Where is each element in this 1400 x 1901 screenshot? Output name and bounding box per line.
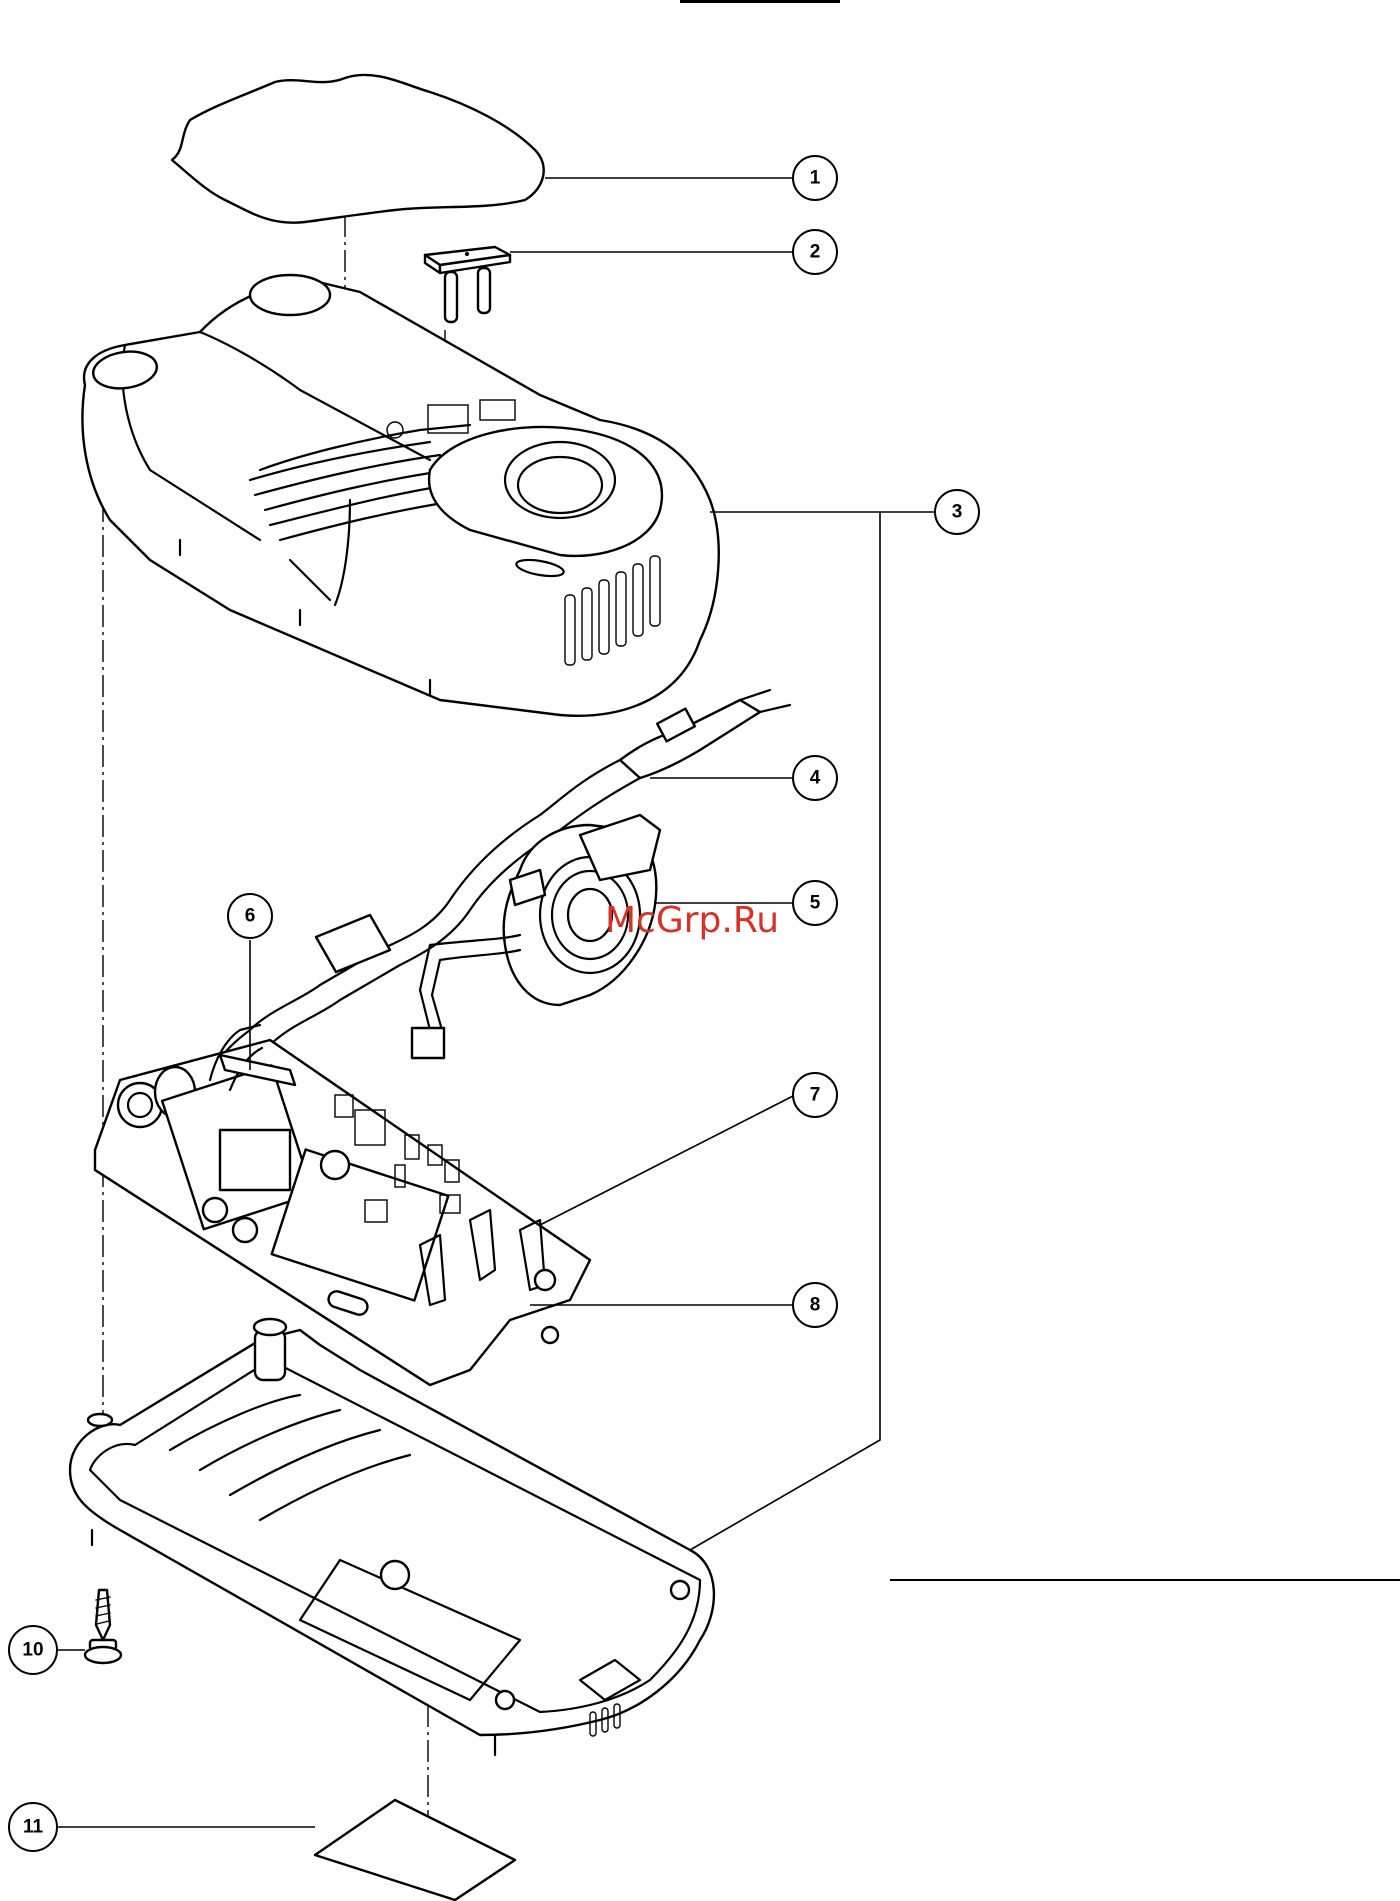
callout-1: 1 [793, 156, 837, 200]
callout-7: 7 [793, 1073, 837, 1117]
callout-8: 8 [793, 1283, 837, 1327]
callout-7-label: 7 [810, 1085, 821, 1106]
callout-1-label: 1 [810, 168, 821, 189]
lower-housing [70, 1319, 714, 1755]
callout-5: 5 [793, 881, 837, 925]
callout-6-label: 6 [245, 906, 256, 927]
callout-2-label: 2 [810, 242, 821, 263]
callout-11: 11 [9, 1803, 57, 1851]
part-2-terminal-pin [425, 247, 510, 322]
callout-4-label: 4 [810, 768, 821, 789]
callout-3-label: 3 [952, 502, 963, 523]
callout-10-label: 10 [22, 1640, 43, 1661]
callout-6: 6 [228, 894, 272, 938]
part-11-bottom-label [315, 1800, 515, 1900]
part-10-screw [85, 1590, 121, 1663]
part-3-upper-housing [82, 275, 718, 716]
part-1-label-sticker [172, 75, 544, 223]
callout-2: 2 [793, 230, 837, 274]
watermark-text: McGrp.Ru [605, 900, 779, 941]
callout-5-label: 5 [810, 893, 821, 914]
callout-4: 4 [793, 756, 837, 800]
callout-10: 10 [9, 1626, 57, 1674]
callout-8-label: 8 [810, 1295, 821, 1316]
callout-11-label: 11 [23, 1817, 44, 1838]
part-4-power-cord [210, 690, 790, 1095]
callout-3: 3 [935, 490, 979, 534]
part-7-8-circuit-board [95, 1040, 590, 1385]
